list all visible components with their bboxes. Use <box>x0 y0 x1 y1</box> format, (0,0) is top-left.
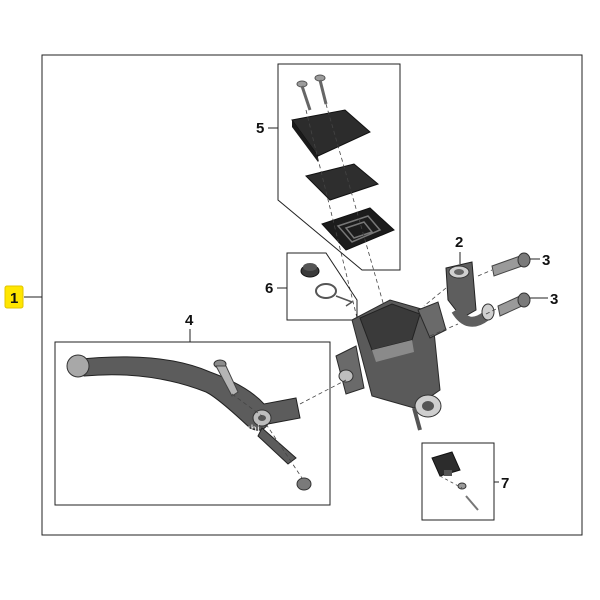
callout-3-lower-label[interactable]: 3 <box>550 291 558 308</box>
handlebar-clamp <box>445 261 495 327</box>
subassembly-6-frame <box>286 252 358 321</box>
callout-6-label[interactable]: 6 <box>265 280 273 297</box>
subassembly-7-frame <box>421 442 495 521</box>
callout-4-label[interactable]: 4 <box>185 312 194 329</box>
master-cylinder-body <box>335 299 447 431</box>
lever-pivot-bolt <box>213 359 239 397</box>
callout-1-highlight[interactable] <box>4 285 24 309</box>
watermark: hirochi <box>226 424 260 435</box>
diaphragm-plate <box>305 163 380 201</box>
subassembly-4-frame <box>54 341 331 506</box>
callout-7-label[interactable]: 7 <box>501 475 509 492</box>
clamp-assembly-lines <box>423 269 499 337</box>
brake-light-switch <box>431 451 479 511</box>
callout-2-label[interactable]: 2 <box>455 234 463 251</box>
rubber-diaphragm-folds <box>336 215 382 243</box>
clamp-bolt-upper <box>491 252 531 277</box>
callout-5-label[interactable]: 5 <box>256 120 264 137</box>
lever-assembly-lines <box>231 379 347 479</box>
brake-lever <box>66 354 301 465</box>
lever-pivot-nut <box>296 477 312 491</box>
assembly-frame <box>41 54 583 536</box>
callout-3-upper-label[interactable]: 3 <box>542 252 550 269</box>
plug-and-circlip <box>300 263 354 307</box>
subassembly-5-frame <box>277 63 401 271</box>
reservoir-cover-edge <box>292 120 318 162</box>
reservoir-cover <box>291 109 371 157</box>
clamp-bolt-lower <box>497 292 531 317</box>
cover-screws <box>296 74 328 111</box>
callout-1-label[interactable]: 1 <box>10 290 18 307</box>
cover-assembly-lines <box>305 103 389 331</box>
